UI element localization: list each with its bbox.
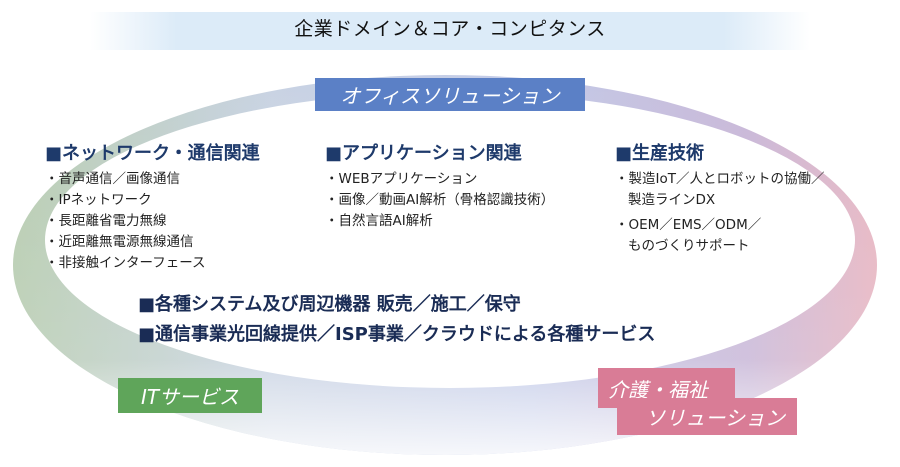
- column-production: ■生産技術 ・製造IoT／人とロボットの協働／ 製造ラインDX ・OEM／EMS…: [615, 139, 825, 257]
- list-item: ・近距離無電源無線通信: [45, 234, 194, 250]
- label-care-solution: ソリューション: [617, 398, 797, 435]
- column-heading: ■ネットワーク・通信関連: [45, 143, 260, 164]
- service-line: ■各種システム及び周辺機器 販売／施工／保守: [138, 294, 521, 315]
- list-item: ・音声通信／画像通信: [45, 171, 180, 187]
- title-band: [90, 12, 810, 50]
- column-heading: ■生産技術: [615, 143, 705, 164]
- list-item: ・非接触インターフェース: [45, 255, 206, 271]
- ring-inner: [45, 92, 855, 388]
- list-item: ・画像／動画AI解析（骨格認識技術）: [325, 192, 555, 208]
- column-heading: ■アプリケーション関連: [325, 143, 522, 164]
- label-office-solution: オフィスソリューション: [315, 78, 585, 111]
- column-network: ■ネットワーク・通信関連 ・音声通信／画像通信 ・IPネットワーク ・長距離省電…: [45, 139, 260, 274]
- list-item: ・WEBアプリケーション: [325, 171, 478, 187]
- list-item: ・長距離省電力無線: [45, 213, 167, 229]
- bottom-services: ■各種システム及び周辺機器 販売／施工／保守 ■通信事業光回線提供／ISP事業／…: [138, 290, 655, 350]
- list-item: ものづくりサポート: [628, 238, 750, 254]
- label-it-service: ITサービス: [118, 378, 262, 413]
- page-title: 企業ドメイン＆コア・コンピタンス: [294, 18, 606, 40]
- list-item: 製造ラインDX: [628, 192, 716, 208]
- list-item: ・IPネットワーク: [45, 192, 152, 208]
- column-application: ■アプリケーション関連 ・WEBアプリケーション ・画像／動画AI解析（骨格認識…: [325, 139, 554, 232]
- service-line: ■通信事業光回線提供／ISP事業／クラウドによる各種サービス: [138, 324, 656, 345]
- list-item: ・OEM／EMS／ODM／: [615, 217, 762, 233]
- list-item: ・製造IoT／人とロボットの協働／: [615, 171, 825, 187]
- list-item: ・自然言語AI解析: [325, 213, 433, 229]
